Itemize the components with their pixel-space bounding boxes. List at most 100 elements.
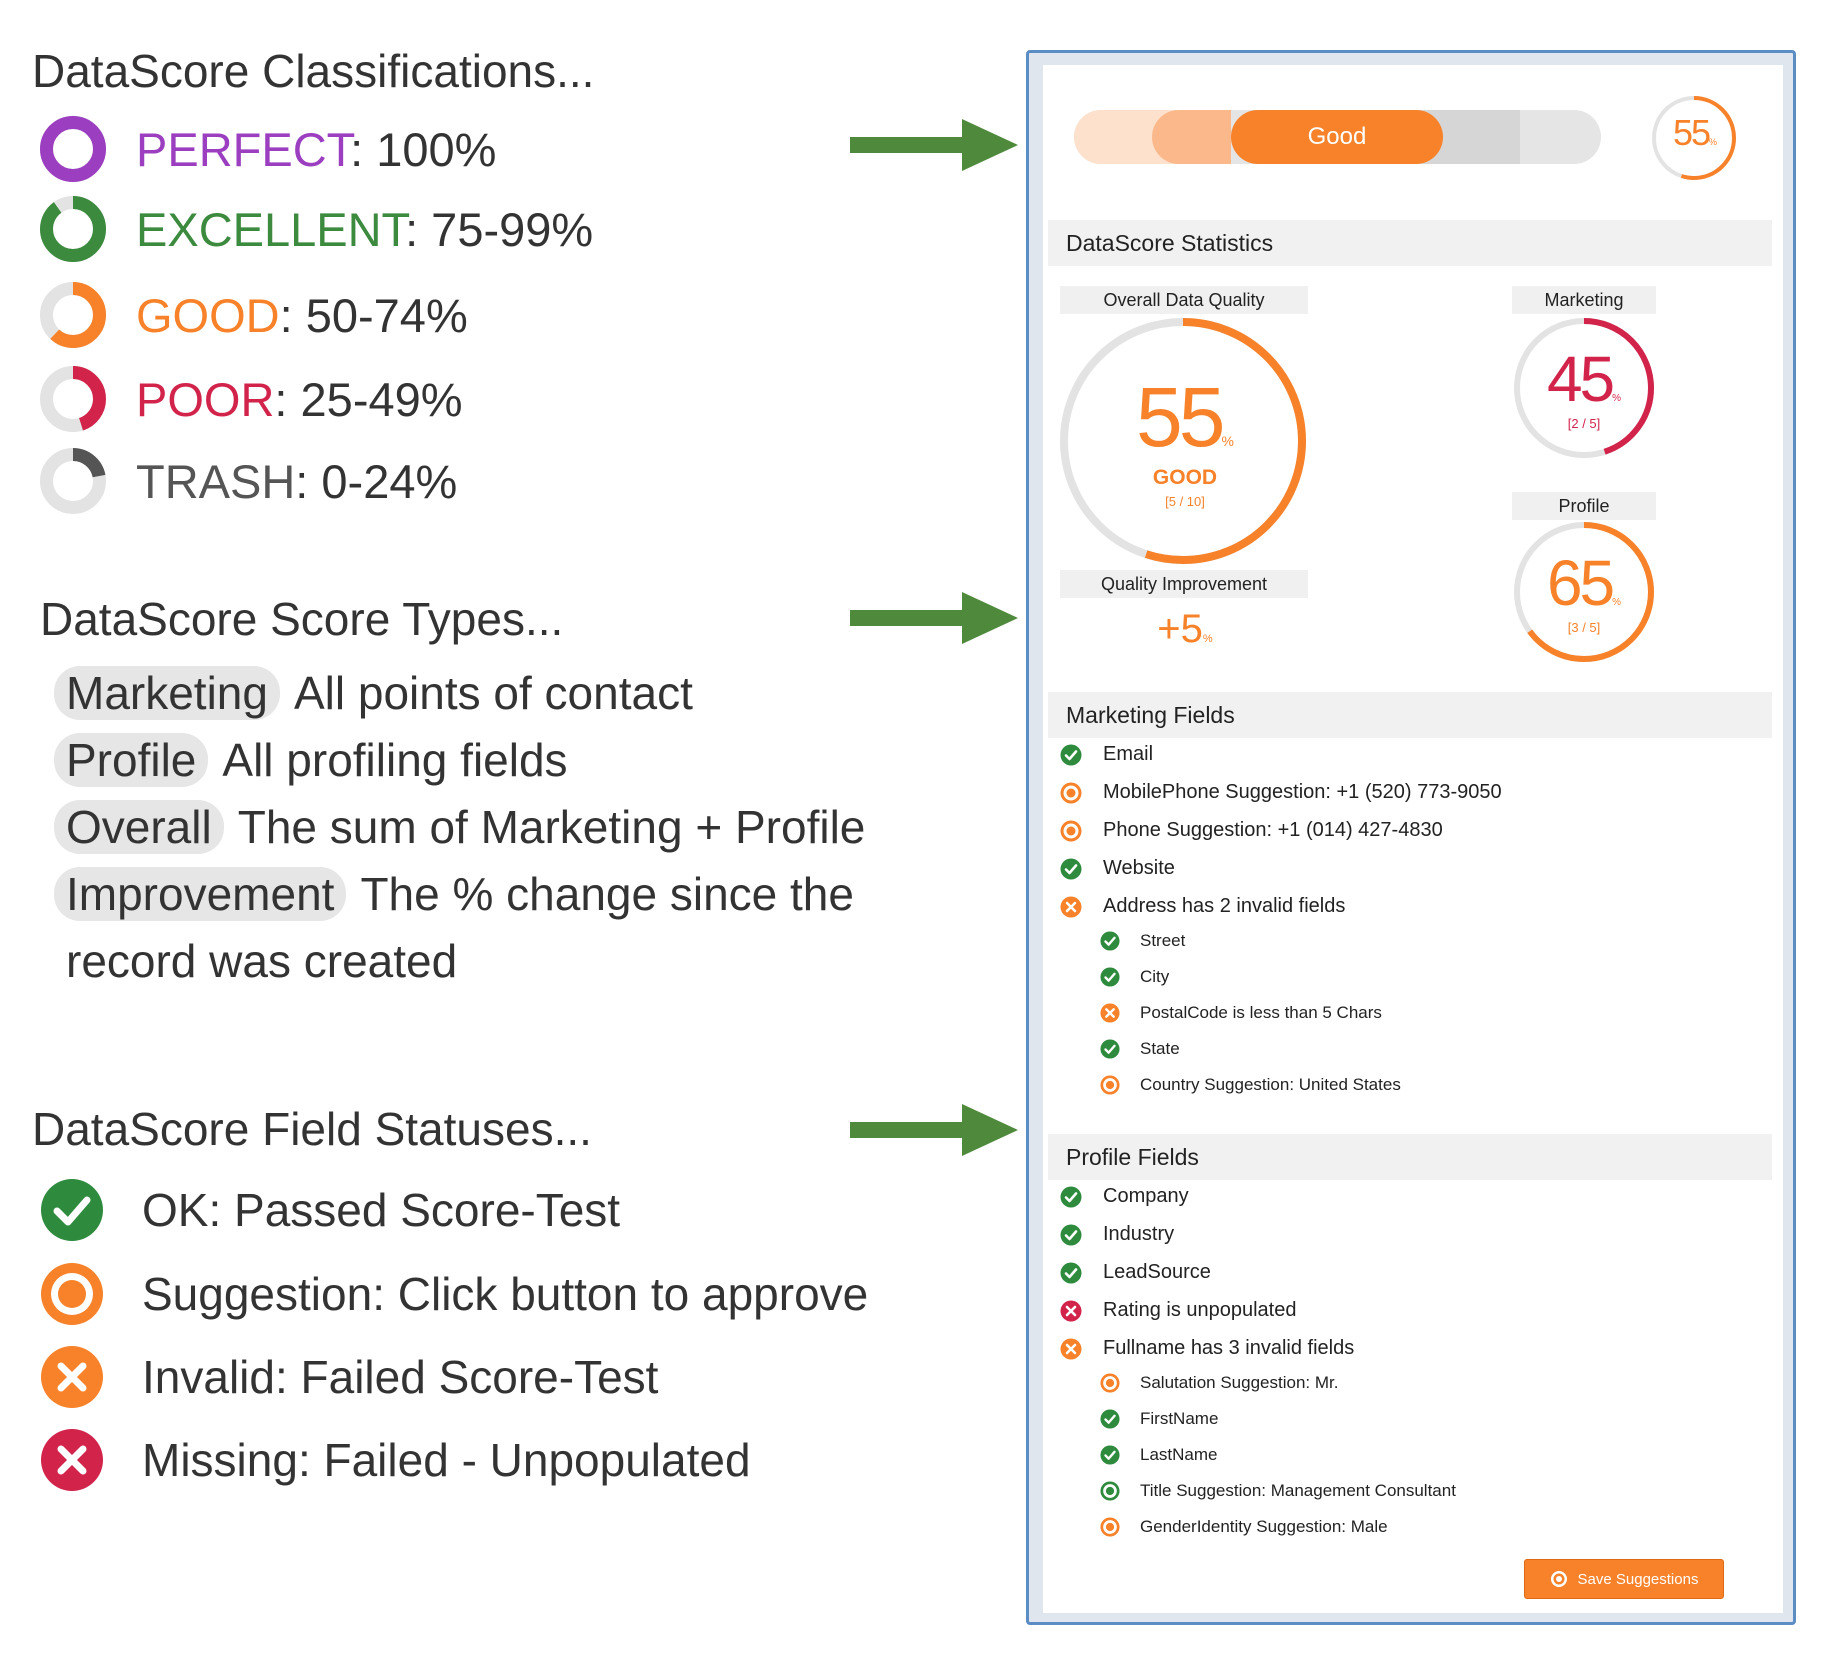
field-label: Title Suggestion: Management Consultant	[1140, 1481, 1456, 1500]
classification-name: POOR	[136, 372, 275, 426]
field-row: Industry	[1060, 1223, 1174, 1246]
status-desc: : Click button to approve	[372, 1268, 869, 1320]
arrow-right-icon	[850, 592, 1018, 644]
check-circle-icon	[1100, 967, 1120, 987]
status-desc: : Passed Score-Test	[208, 1184, 621, 1236]
status-ok: OK: Passed Score-Test	[40, 1178, 620, 1242]
classification-range: : 25-49%	[274, 372, 463, 426]
marketing-label: Marketing	[1512, 286, 1656, 314]
classification-name: PERFECT	[136, 122, 351, 176]
x-circle-icon	[1060, 896, 1082, 917]
target-circle-icon[interactable]	[1100, 1075, 1120, 1095]
field-row: LeadSource	[1060, 1261, 1211, 1284]
classification-range: : 50-74%	[279, 288, 468, 342]
classification-name: GOOD	[136, 288, 280, 342]
field-row: Email	[1060, 743, 1153, 766]
status-invalid: Invalid: Failed Score-Test	[40, 1345, 658, 1409]
marketing-gauge	[1514, 318, 1654, 458]
classification-good: GOOD: 50-74%	[40, 280, 468, 350]
field-row: Title Suggestion: Management Consultant	[1100, 1481, 1456, 1501]
improvement-label: Quality Improvement	[1060, 570, 1308, 598]
x-circle-icon	[1060, 1300, 1082, 1321]
field-label: Fullname has 3 invalid fields	[1103, 1337, 1355, 1359]
field-label: Rating is unpopulated	[1103, 1299, 1297, 1321]
field-row: FirstName	[1100, 1409, 1218, 1429]
field-row: Rating is unpopulated	[1060, 1299, 1296, 1322]
target-circle-icon[interactable]	[1060, 820, 1082, 842]
field-row: GenderIdentity Suggestion: Male	[1100, 1517, 1388, 1537]
classification-range: : 0-24%	[295, 454, 458, 508]
field-label: State	[1140, 1039, 1180, 1058]
marketing-fields-heading: Marketing Fields	[1048, 692, 1772, 738]
overall-value: 55%	[1136, 370, 1234, 464]
score-type-pill: Profile	[54, 733, 209, 787]
target-circle-icon[interactable]	[1100, 1517, 1120, 1537]
arrow-right-icon	[850, 1104, 1018, 1156]
classifications-heading: DataScore Classifications...	[32, 45, 595, 97]
score-type-profile: Profile All profiling fields	[54, 733, 568, 787]
field-row: Website	[1060, 857, 1175, 880]
field-label: LeadSource	[1103, 1261, 1211, 1283]
target-circle-icon	[1550, 1571, 1567, 1587]
overall-label: Overall Data Quality	[1060, 286, 1308, 314]
field-label: Company	[1103, 1185, 1189, 1207]
field-row: PostalCode is less than 5 Chars	[1100, 1003, 1382, 1023]
target-circle-icon[interactable]	[1100, 1481, 1120, 1501]
target-circle-icon[interactable]	[1060, 782, 1082, 804]
x-circle-icon	[41, 1429, 103, 1491]
field-label: City	[1140, 967, 1170, 986]
overall-grade: GOOD	[1152, 466, 1218, 489]
poor-ring-icon	[40, 366, 106, 432]
status-name: Suggestion	[142, 1268, 373, 1320]
classification-range: : 75-99%	[405, 202, 594, 256]
score-type-desc: All profiling fields	[222, 734, 568, 786]
mini-score-gauge	[1652, 96, 1736, 180]
check-circle-icon	[1060, 1262, 1082, 1283]
field-row: MobilePhone Suggestion: +1 (520) 773-905…	[1060, 781, 1502, 804]
field-label: PostalCode is less than 5 Chars	[1140, 1003, 1382, 1022]
field-label: Country Suggestion: United States	[1140, 1075, 1401, 1094]
profile-value: 65%	[1546, 547, 1622, 619]
check-circle-icon	[1060, 1224, 1082, 1245]
check-circle-icon	[1060, 744, 1082, 765]
score-type-desc: The sum of Marketing + Profile	[237, 801, 866, 853]
check-circle-icon	[1100, 1039, 1120, 1059]
field-row: LastName	[1100, 1445, 1217, 1465]
field-label: Address has 2 invalid fields	[1103, 895, 1346, 917]
classification-range: : 100%	[350, 122, 497, 176]
x-circle-icon	[41, 1346, 103, 1408]
marketing-value: 45%	[1546, 343, 1622, 415]
target-circle-icon[interactable]	[1100, 1373, 1120, 1393]
good-ring-icon	[40, 282, 106, 348]
field-row: Company	[1060, 1185, 1189, 1208]
save-suggestions-button[interactable]: Save Suggestions	[1524, 1559, 1724, 1599]
classification-poor: POOR: 25-49%	[40, 364, 463, 434]
profile-gauge	[1514, 522, 1654, 662]
quality-bar-label: Good	[1307, 123, 1367, 150]
field-label: Salutation Suggestion: Mr.	[1140, 1373, 1339, 1392]
status-suggestion: Suggestion: Click button to approve	[40, 1262, 868, 1326]
score-types-heading: DataScore Score Types...	[40, 593, 564, 645]
field-label: Industry	[1103, 1223, 1175, 1245]
score-type-continuation: record was created	[66, 935, 458, 987]
trash-ring-icon	[40, 448, 106, 514]
field-label: GenderIdentity Suggestion: Male	[1140, 1517, 1388, 1536]
overall-gauge	[1060, 318, 1306, 564]
x-circle-icon	[1100, 1003, 1120, 1023]
check-circle-icon	[1100, 1409, 1120, 1429]
field-row: Fullname has 3 invalid fields	[1060, 1337, 1354, 1360]
excellent-ring-icon	[40, 196, 106, 262]
field-label: FirstName	[1140, 1409, 1219, 1428]
target-circle-icon	[41, 1263, 103, 1325]
profile-label: Profile	[1512, 492, 1656, 520]
field-label: MobilePhone Suggestion: +1 (520) 773-905…	[1103, 781, 1502, 803]
status-name: OK	[142, 1184, 209, 1236]
status-desc: : Failed Score-Test	[274, 1351, 659, 1403]
score-type-marketing: Marketing All points of contact	[54, 666, 693, 720]
field-label: Email	[1103, 743, 1154, 765]
classification-name: TRASH	[136, 454, 296, 508]
classification-name: EXCELLENT	[136, 202, 406, 256]
arrow-right-icon	[850, 119, 1018, 171]
improvement-value: +5%	[1157, 607, 1213, 651]
field-row: City	[1100, 967, 1169, 987]
